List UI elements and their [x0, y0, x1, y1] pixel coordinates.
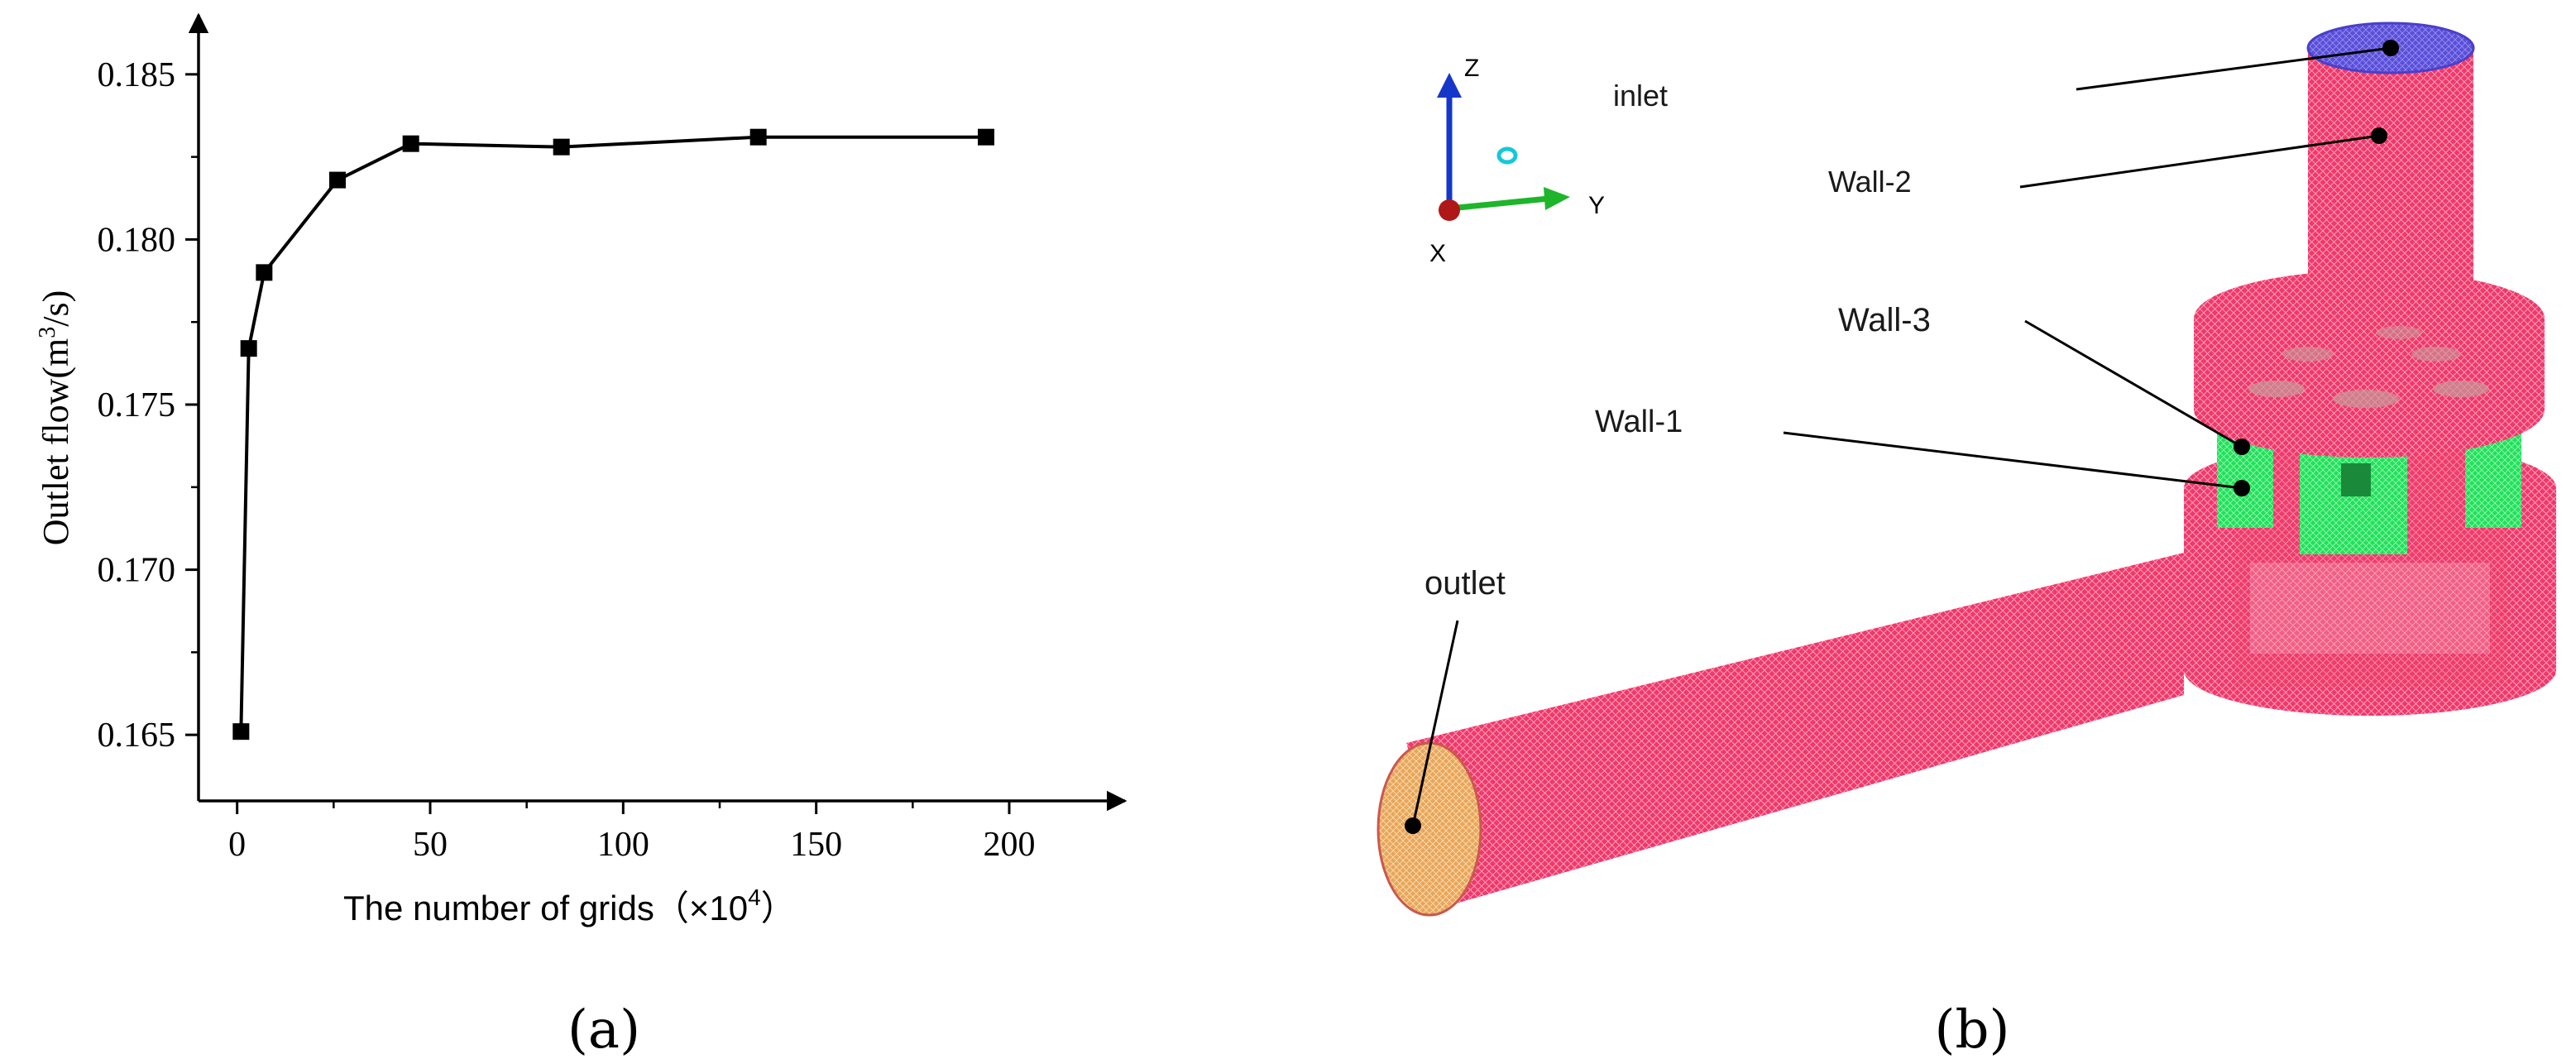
z-axis-label: Z	[1464, 55, 1479, 82]
callouts	[1411, 46, 2392, 827]
label-outlet: outlet	[1424, 565, 1506, 601]
y-axis-arrow	[1448, 195, 1549, 212]
data-point-7	[978, 128, 994, 146]
y-ticks: 0.165 0.170 0.175 0.180 0.185	[98, 56, 199, 755]
x-ticks: 0 50 100 150 200	[228, 801, 1036, 864]
x-axis-label: The number of grids（×104）	[343, 884, 796, 927]
y-axis-text: Y	[1588, 192, 1605, 219]
x-tick-label-1: 50	[413, 826, 448, 864]
label-wall-1: Wall-1	[1595, 405, 1683, 439]
x-tick-label-4: 200	[984, 826, 1036, 864]
x-tick-label-2: 100	[597, 826, 649, 864]
callout-dots	[1405, 40, 2399, 834]
y-tick-label-3: 0.180	[98, 221, 176, 259]
x-tick-label-3: 150	[790, 826, 842, 864]
outlet-pipe	[1377, 553, 2184, 917]
y-tick-label-1: 0.170	[98, 552, 176, 590]
data-point-5	[553, 138, 570, 156]
data-point-1	[240, 340, 257, 357]
series-line-0	[239, 135, 986, 732]
series-outlet-flow	[232, 128, 994, 740]
label-wall-2: Wall-2	[1828, 165, 1912, 199]
data-point-4	[402, 135, 419, 152]
data-point-3	[329, 171, 346, 189]
x-tick-label-0: 0	[228, 826, 246, 864]
inlet-tube	[2306, 22, 2475, 318]
x-axis-dot	[1439, 199, 1460, 221]
mesh-model-illustration: Z Y X	[1377, 22, 2556, 1061]
label-inlet: inlet	[1613, 79, 1668, 113]
data-point-6	[749, 128, 767, 146]
x-axis-text: X	[1429, 240, 1446, 267]
coordinate-triad: Z Y X	[1429, 55, 1605, 267]
outlet-face	[1377, 741, 1482, 917]
y-tick-label-4: 0.185	[98, 56, 176, 94]
y-tick-label-2: 0.175	[98, 386, 176, 424]
data-point-2	[256, 264, 273, 281]
panel-label-b: (b)	[1935, 999, 2010, 1061]
y-tick-label-0: 0.165	[98, 717, 176, 755]
y-axis-label: Outlet flow(m3/s)	[35, 290, 76, 546]
data-point-0	[232, 723, 250, 740]
grid-independence-chart: 0 50 100 150 200 0.165 0.170 0.175 0.180 0.185 T…	[35, 12, 1128, 1061]
label-wall-3: Wall-3	[1838, 302, 1931, 338]
upper-disc	[2194, 271, 2545, 458]
panel-label-a: (a)	[567, 999, 640, 1061]
cyan-marker	[1496, 146, 1518, 165]
